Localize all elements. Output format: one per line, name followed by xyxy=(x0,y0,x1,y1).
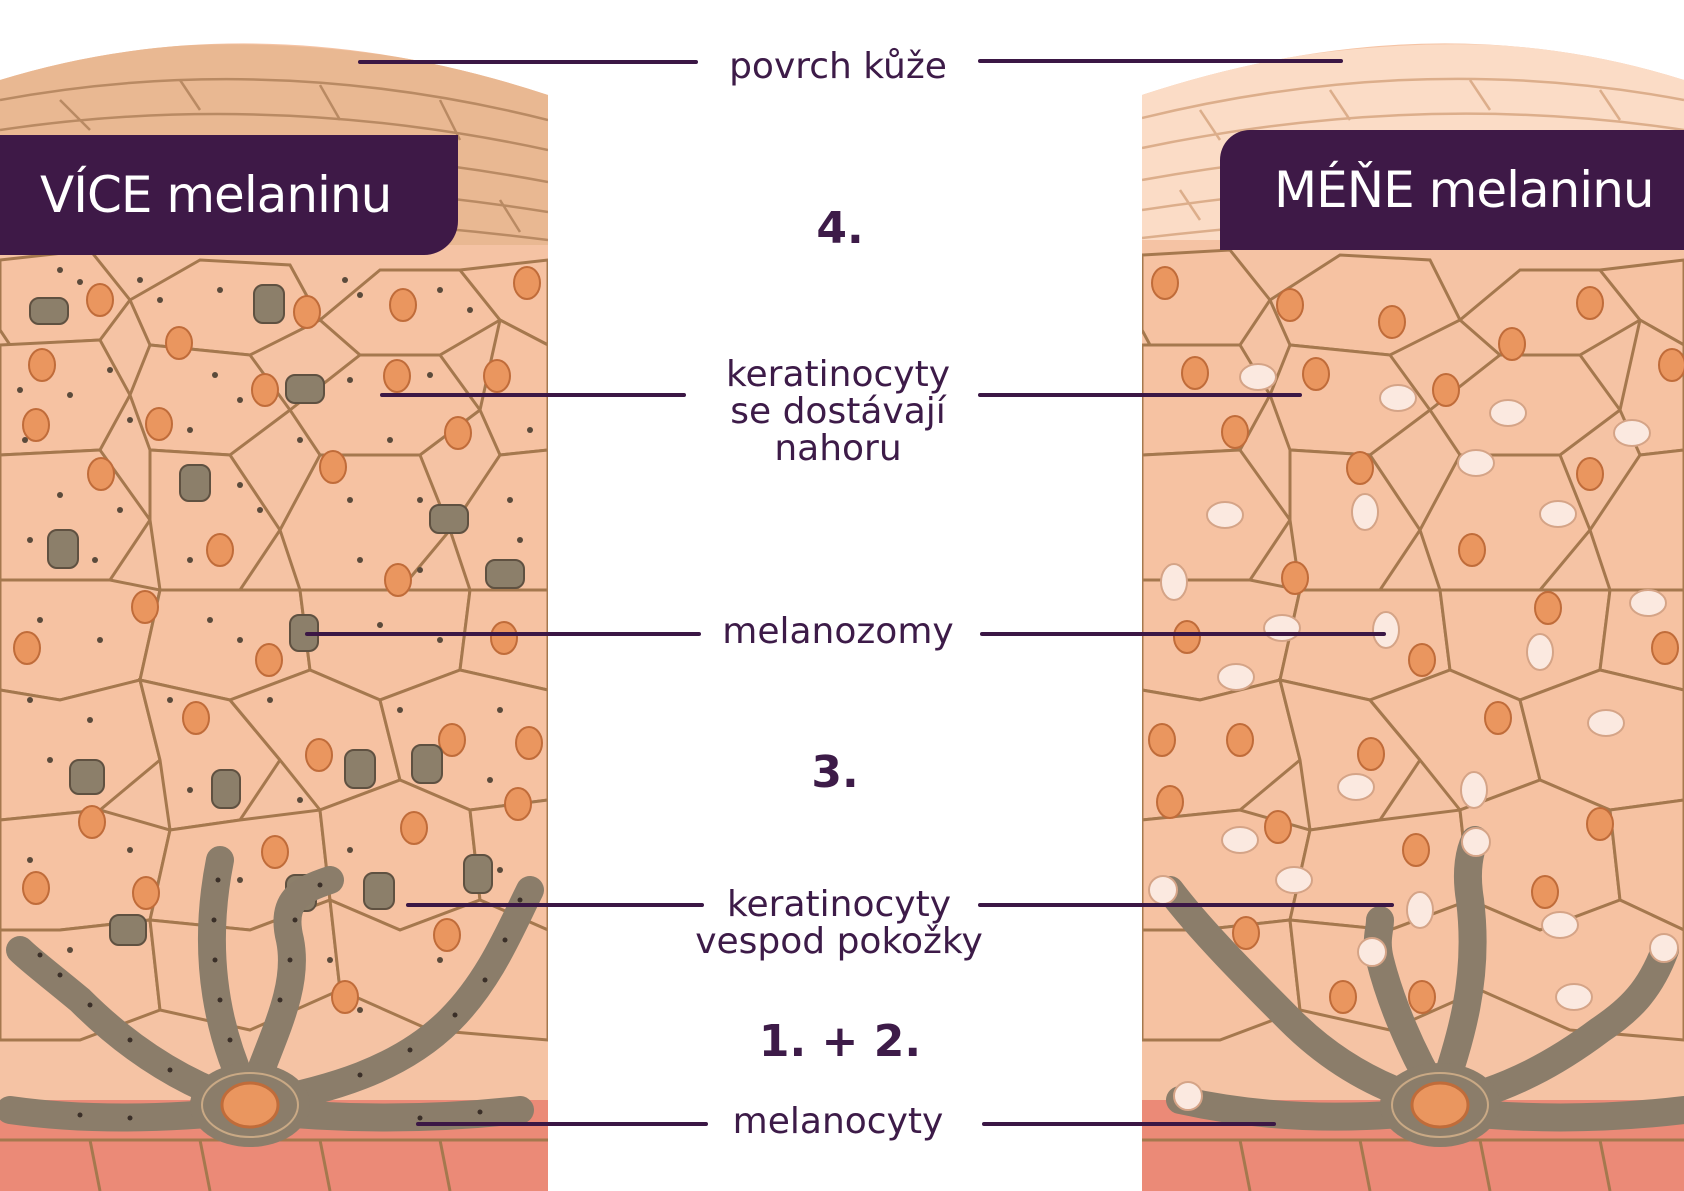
right-melanocyte xyxy=(1148,826,1684,1147)
step-4: 4. xyxy=(790,203,890,254)
label-keratinocytes-up-line3: nahoru xyxy=(774,428,902,469)
label-keratinocytes-up-line1: keratinocyty xyxy=(725,354,951,395)
leader-melanosomes-right xyxy=(980,632,1386,636)
step-1-2: 1. + 2. xyxy=(730,1016,950,1067)
leader-melanocytes-left xyxy=(416,1122,708,1126)
label-keratinocytes-up: keratinocyty se dostávají nahoru xyxy=(688,356,988,467)
left-dendrite-dots xyxy=(37,877,523,1121)
right-dendrite-tips xyxy=(1148,827,1679,1111)
label-melanocytes-text: melanocyty xyxy=(732,1101,944,1142)
label-melanocytes: melanocyty xyxy=(698,1103,978,1140)
leader-keratinocytes-bottom-right xyxy=(978,903,1394,907)
label-melanosomes-text: melanozomy xyxy=(722,611,954,652)
label-keratinocytes-bottom: keratinocyty vespod pokožky xyxy=(674,886,1004,960)
label-skin-surface-text: povrch kůže xyxy=(729,46,947,87)
right-melanosome-clusters xyxy=(1160,363,1667,1011)
label-keratinocytes-bottom-line1: keratinocyty xyxy=(726,884,952,925)
leader-skin-surface-left xyxy=(358,60,698,64)
leader-keratinocytes-up-left xyxy=(380,393,686,397)
leader-keratinocytes-up-right xyxy=(978,393,1302,397)
right-nuclei xyxy=(1148,266,1684,1014)
label-skin-surface: povrch kůže xyxy=(698,48,978,85)
leader-melanosomes-left xyxy=(305,632,701,636)
less-melanin-title: MÉŇE melaninu xyxy=(1220,130,1684,250)
right-melanocyte-nucleus xyxy=(1410,1081,1470,1129)
leader-keratinocytes-bottom-left xyxy=(406,903,704,907)
left-nuclei xyxy=(13,266,543,1014)
leader-skin-surface-right xyxy=(978,59,1343,63)
left-keratinocytes xyxy=(0,248,548,1042)
left-melanin-dots xyxy=(17,267,533,1013)
label-keratinocytes-up-line2: se dostávají xyxy=(730,391,946,432)
more-melanin-title-text: VÍCE melaninu xyxy=(40,166,392,224)
step-4-text: 4. xyxy=(816,203,864,254)
step-3: 3. xyxy=(785,747,885,798)
step-1-2-text: 1. + 2. xyxy=(758,1016,922,1067)
leader-melanocytes-right xyxy=(982,1122,1276,1126)
label-keratinocytes-bottom-line2: vespod pokožky xyxy=(695,921,983,962)
step-3-text: 3. xyxy=(811,747,859,798)
left-melanocyte xyxy=(0,846,544,1147)
left-melanocyte-nucleus xyxy=(220,1081,280,1129)
less-melanin-title-text: MÉŇE melaninu xyxy=(1274,161,1655,219)
label-melanosomes: melanozomy xyxy=(698,613,978,650)
more-melanin-title: VÍCE melaninu xyxy=(0,135,458,255)
